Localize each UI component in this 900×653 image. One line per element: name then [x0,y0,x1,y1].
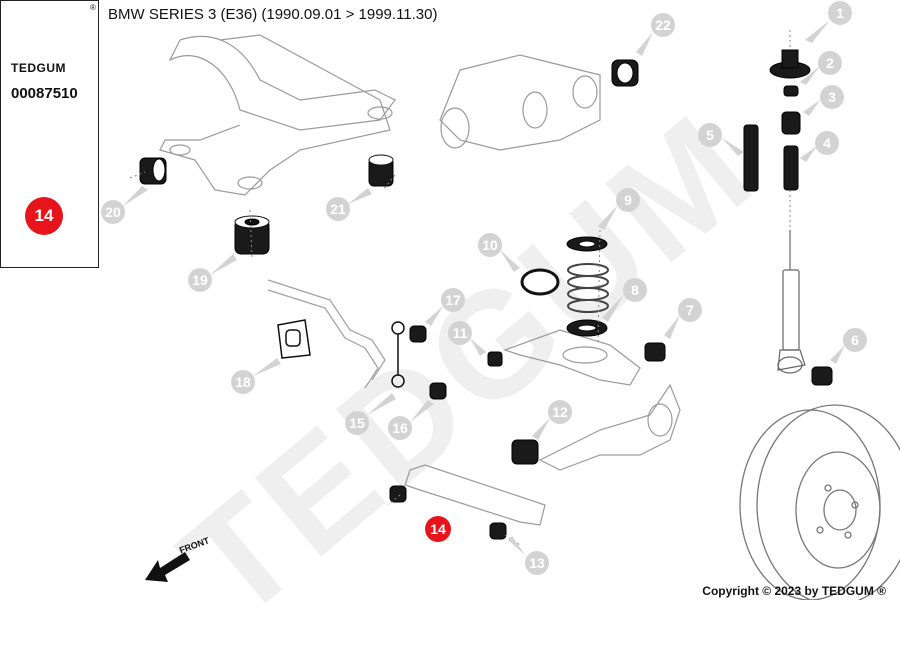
differential [439,54,601,151]
callout-4: 4 [815,131,839,155]
callout-label: 17 [445,292,461,308]
callout-19: 19 [188,268,212,292]
registered-mark: ® [90,3,96,12]
callout-label: 19 [192,272,208,288]
callout-label: 10 [482,237,498,253]
callout-label: 22 [655,17,671,33]
callout-label: 4 [823,135,831,151]
stabilizer-bar [267,279,386,389]
callout-22: 22 [651,13,675,37]
callout-label: 1 [836,5,844,21]
callout-label: 18 [235,374,251,390]
callout-10: 10 [478,233,502,257]
page-title: BMW SERIES 3 (E36) (1990.09.01 > 1999.11… [108,6,438,23]
callout-9: 9 [616,188,640,212]
coil-spring [567,263,609,313]
callout-15: 15 [345,411,369,435]
front-arrow-icon [145,552,190,582]
subframe [159,34,396,196]
stabilizer-link [391,321,405,388]
callout-1: 1 [828,1,852,25]
part-number: 00087510 [11,85,78,102]
callout-label: 5 [706,127,714,143]
callout-label: 8 [631,282,639,298]
lower-link [404,464,546,526]
callout-11: 11 [448,321,472,345]
callout-8: 8 [623,278,647,302]
callout-3: 3 [820,85,844,109]
copyright: Copyright © 2023 by TEDGUM ® [702,584,886,598]
callout-label: 6 [851,332,859,348]
callout-17: 17 [441,288,465,312]
callout-16: 16 [388,416,412,440]
callout-label: 21 [330,201,346,217]
callout-label: 15 [349,415,365,431]
product-info-box: ® TEDGUM 00087510 14 [0,0,99,268]
callout-label: 3 [828,89,836,105]
callout-label: 2 [826,55,834,71]
callout-label: 20 [105,204,121,220]
callout-label: 7 [686,302,694,318]
callout-18: 18 [231,370,255,394]
callout-7: 7 [678,298,702,322]
parts-diagram: 1 2 3 4 5 6 7 8 9 10 11 12 13 14 15 16 1… [10,1,900,600]
active-callout-badge: 14 [25,197,63,235]
bushings [139,49,833,540]
callout-14: 14 [425,516,451,542]
callout-label: 12 [552,404,568,420]
shock-absorber [777,230,806,374]
upper-control-arm [503,329,641,386]
callout-label: 9 [624,192,632,208]
callout-arrows [123,20,845,555]
wheel [739,404,900,600]
callout-label: 11 [453,325,468,341]
callout-6: 6 [843,328,867,352]
stabilizer-bracket [277,319,311,359]
trailing-arm [538,383,681,471]
brand-name: TEDGUM [11,61,66,75]
callout-5: 5 [698,123,722,147]
callout-21: 21 [326,197,350,221]
callout-label: 13 [529,555,545,571]
callout-label: 14 [430,521,446,537]
callout-2: 2 [818,51,842,75]
callout-13: 13 [525,551,549,575]
callout-label: 16 [392,420,408,436]
leader-lines [129,30,791,546]
callout-20: 20 [101,200,125,224]
callout-12: 12 [548,400,572,424]
